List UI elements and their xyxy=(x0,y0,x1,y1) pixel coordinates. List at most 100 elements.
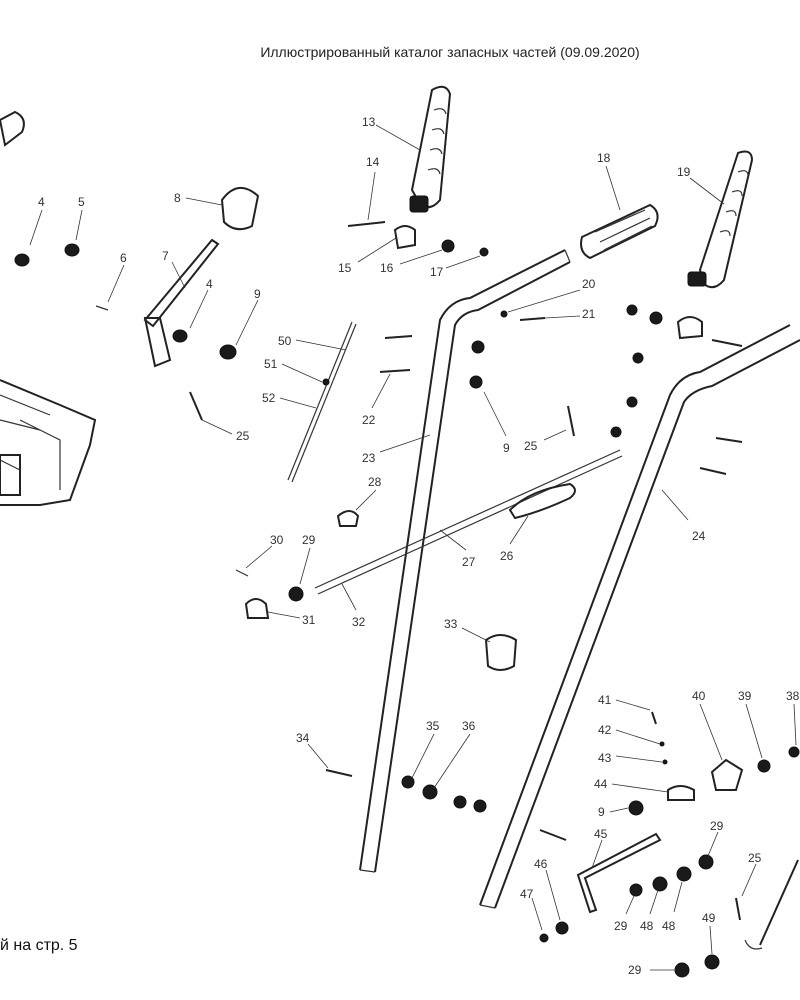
callout-25: 25 xyxy=(741,851,762,897)
callout-20: 20 xyxy=(507,277,596,313)
svg-text:16: 16 xyxy=(380,261,394,275)
svg-text:46: 46 xyxy=(534,857,548,871)
svg-text:52: 52 xyxy=(262,391,276,405)
frame-right-edge xyxy=(744,859,799,950)
callout-34: 34 xyxy=(296,731,329,769)
callout-19: 19 xyxy=(677,165,725,205)
svg-text:22: 22 xyxy=(362,413,376,427)
svg-text:13: 13 xyxy=(362,115,376,129)
svg-text:17: 17 xyxy=(430,265,444,279)
handle-bar-23 xyxy=(359,249,571,873)
svg-text:39: 39 xyxy=(738,689,752,703)
svg-text:32: 32 xyxy=(352,615,366,629)
svg-text:14: 14 xyxy=(366,155,380,169)
callout-31: 31 xyxy=(267,611,316,627)
svg-text:18: 18 xyxy=(597,151,611,165)
callout-36: 36 xyxy=(433,719,476,789)
callout-51: 51 xyxy=(264,357,323,383)
callout-49: 49 xyxy=(702,911,716,955)
grip-18 xyxy=(580,203,659,260)
callout-42: 42 xyxy=(598,723,661,745)
svg-text:45: 45 xyxy=(594,827,608,841)
svg-text:31: 31 xyxy=(302,613,316,627)
svg-text:4: 4 xyxy=(206,277,213,291)
svg-text:38: 38 xyxy=(786,689,800,703)
callout-29: 29 xyxy=(614,895,635,933)
callout-29: 29 xyxy=(299,533,316,585)
callout-38: 38 xyxy=(786,689,800,746)
svg-text:20: 20 xyxy=(582,277,596,291)
small-parts xyxy=(14,221,800,978)
svg-text:44: 44 xyxy=(594,777,608,791)
callout-25: 25 xyxy=(201,419,250,443)
callout-48: 48 xyxy=(640,889,659,933)
callout-41: 41 xyxy=(598,693,651,711)
svg-text:41: 41 xyxy=(598,693,612,707)
callout-25: 25 xyxy=(524,429,567,453)
svg-text:48: 48 xyxy=(662,919,676,933)
callout-13: 13 xyxy=(362,115,421,151)
callout-52: 52 xyxy=(262,391,317,409)
svg-text:7: 7 xyxy=(162,249,169,263)
callout-16: 16 xyxy=(380,249,443,275)
svg-text:28: 28 xyxy=(368,475,382,489)
callout-44: 44 xyxy=(594,777,669,793)
callout-9: 9 xyxy=(598,805,629,819)
bracket-19 xyxy=(687,150,754,289)
svg-text:29: 29 xyxy=(628,963,642,977)
callout-24: 24 xyxy=(661,489,706,543)
svg-text:27: 27 xyxy=(462,555,476,569)
page-title: Иллюстрированный каталог запасных частей… xyxy=(260,44,640,60)
svg-text:15: 15 xyxy=(338,261,352,275)
svg-text:50: 50 xyxy=(278,334,292,348)
callout-21: 21 xyxy=(544,307,596,321)
machine-body-partial xyxy=(0,110,97,506)
callout-40: 40 xyxy=(692,689,723,761)
callout-33: 33 xyxy=(444,617,491,643)
callout-5: 5 xyxy=(75,195,85,241)
callout-7: 7 xyxy=(162,249,186,289)
lever-7 xyxy=(143,238,220,368)
callout-47: 47 xyxy=(520,887,543,931)
svg-text:25: 25 xyxy=(524,439,538,453)
svg-text:24: 24 xyxy=(692,529,706,543)
callout-50: 50 xyxy=(278,334,347,351)
callout-27: 27 xyxy=(439,529,476,569)
callout-30: 30 xyxy=(245,533,284,569)
callout-26: 26 xyxy=(500,515,529,563)
callout-17: 17 xyxy=(430,255,481,279)
callout-29: 29 xyxy=(707,819,724,857)
svg-text:40: 40 xyxy=(692,689,706,703)
callout-43: 43 xyxy=(598,751,663,765)
callout-6: 6 xyxy=(107,251,127,303)
rod-50-52 xyxy=(287,321,357,483)
svg-text:35: 35 xyxy=(426,719,440,733)
callout-15: 15 xyxy=(338,237,397,275)
handle-bar-24 xyxy=(479,324,800,909)
svg-text:29: 29 xyxy=(614,919,628,933)
svg-text:9: 9 xyxy=(254,287,261,301)
cable-45 xyxy=(576,832,662,914)
rod-32-27 xyxy=(314,449,623,595)
svg-text:9: 9 xyxy=(598,805,605,819)
svg-text:36: 36 xyxy=(462,719,476,733)
bracket-13 xyxy=(409,85,452,213)
callout-8: 8 xyxy=(174,191,223,206)
callout-14: 14 xyxy=(366,155,380,221)
svg-text:19: 19 xyxy=(677,165,691,179)
svg-text:29: 29 xyxy=(710,819,724,833)
callout-18: 18 xyxy=(597,151,621,211)
svg-text:5: 5 xyxy=(78,195,85,209)
svg-text:9: 9 xyxy=(503,441,510,455)
callout-9: 9 xyxy=(235,287,261,346)
callout-22: 22 xyxy=(362,373,391,427)
callout-48: 48 xyxy=(662,881,683,933)
callout-35: 35 xyxy=(411,719,440,779)
svg-text:34: 34 xyxy=(296,731,310,745)
svg-text:8: 8 xyxy=(174,191,181,205)
page-reference-note: й на стр. 5 xyxy=(0,937,78,954)
svg-text:4: 4 xyxy=(38,195,45,209)
svg-text:6: 6 xyxy=(120,251,127,265)
svg-text:33: 33 xyxy=(444,617,458,631)
callout-32: 32 xyxy=(341,583,366,629)
